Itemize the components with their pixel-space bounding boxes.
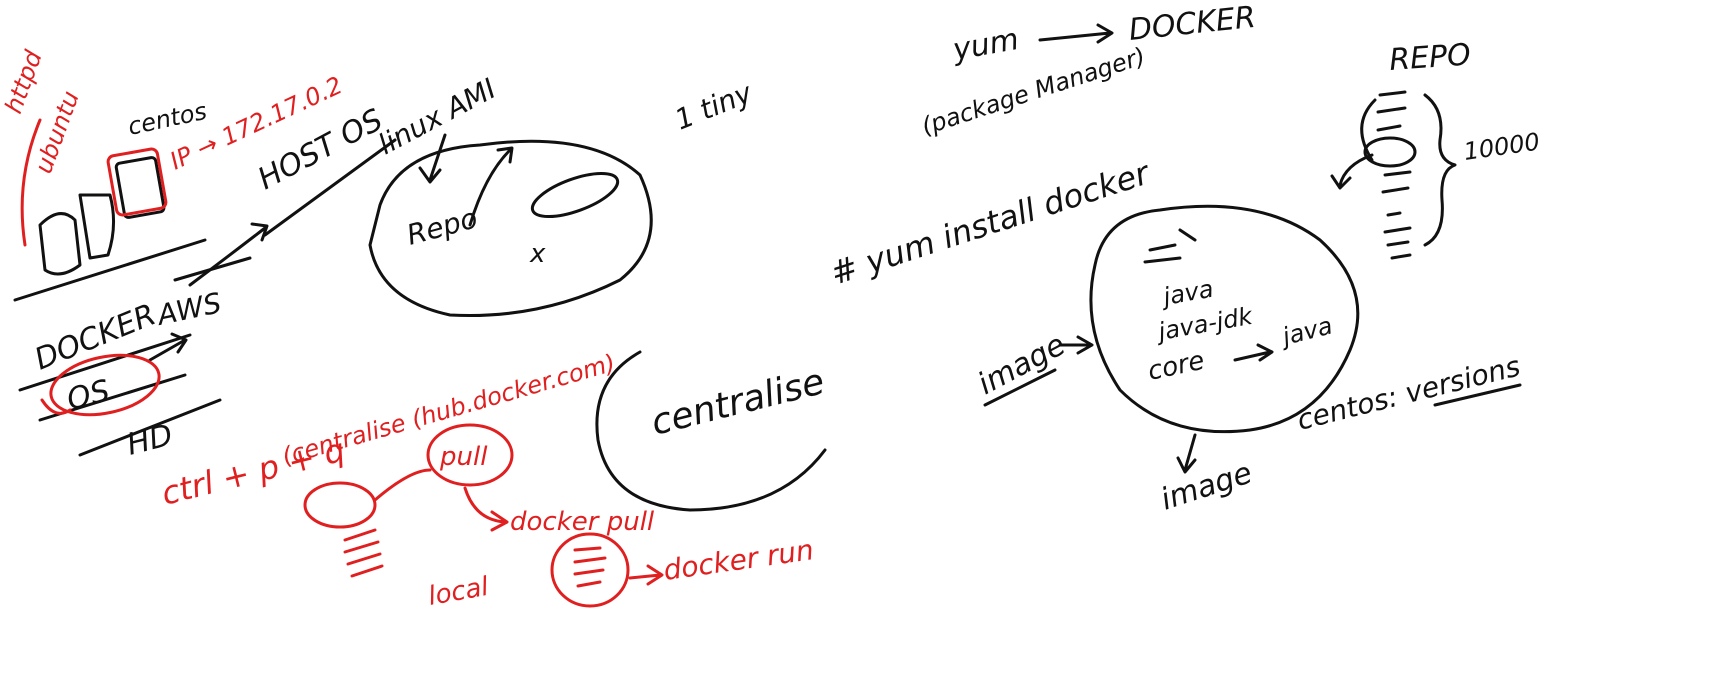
httpd-label: httpd [0,46,48,117]
docker-run-label: docker run [661,533,815,587]
image-bottom-label: image [1157,455,1257,517]
repo-right-brace [1423,93,1457,247]
docker-pull-label: docker pull [510,507,655,537]
hd-label: HD [123,418,176,463]
os-highlight-circle [49,353,161,417]
centralise-arc-diagram: centralise [595,350,829,512]
pull-to-docker-pull-arrow [463,486,509,532]
versions-underline [1433,383,1522,407]
layer-line-hd [78,398,222,457]
yum-install-label: # yum install docker [826,153,1156,292]
local-to-run-arrow [628,564,664,586]
ami-blob [368,139,653,318]
container-box-1 [38,212,82,276]
java-alias-label: java [1277,311,1335,351]
repo-stack-lines [1376,90,1412,260]
tiny-label: 1 tiny [670,76,757,137]
centralise-label: centralise [647,361,828,444]
package-manager-label: (package Manager) [918,42,1149,141]
docker-label-right: DOCKER [1127,0,1257,48]
java-label: java [1158,275,1215,312]
layer-line-top [13,238,207,302]
layer-line-docker [18,333,192,392]
pull-label: pull [439,442,488,472]
linux-ami-label: linux AMI [373,72,502,161]
image-bottom-arrow [1176,433,1197,474]
pull-circle [426,423,514,487]
hub-repo-ellipse [303,481,377,529]
repo-label: Repo [403,201,481,251]
repo-left-bracket [1360,98,1377,162]
repo-selected-ellipse [1363,136,1417,168]
blob-top-lines [1143,228,1197,264]
layer-line-host-under [263,138,397,237]
container-box-3 [114,156,166,219]
container-box-2 [78,193,115,260]
repo-pick-arrow [1330,153,1374,190]
yum-to-docker-arrow [1038,23,1114,44]
ami-arrow-down [418,133,447,184]
red-bracket [20,118,42,247]
docker-to-host-arrow [188,222,269,287]
image-left-label: image [972,327,1071,402]
repo-label-right: REPO [1388,37,1472,78]
count-label: 10000 [1462,128,1542,166]
os-red-check [40,398,72,415]
aws-label: AWS [153,286,225,332]
centralise-arc [595,350,827,512]
image-blob [1089,204,1360,434]
image-left-arrow [1058,335,1094,355]
image-left-underline [983,368,1057,407]
local-stack-lines [573,546,607,588]
core-label: core [1145,346,1207,387]
os-to-aws-arrow [148,332,188,362]
repo-out-arrow [468,146,514,227]
local-circle [550,532,630,608]
centos-label: centos [125,97,209,141]
local-label: local [426,572,492,612]
yum-docker-diagram: yum DOCKER (package Manager) # yum insta… [826,0,1542,518]
yum-label: yum [949,22,1021,68]
ubuntu-label: ubuntu [29,87,85,177]
hub-to-pull-arrow [373,468,432,502]
ami-inner-ellipse [530,171,620,219]
red-container-highlight [106,147,168,217]
hub-stack-lines [343,528,384,578]
core-to-java-arrow [1233,343,1274,362]
x-mark: x [529,239,546,269]
